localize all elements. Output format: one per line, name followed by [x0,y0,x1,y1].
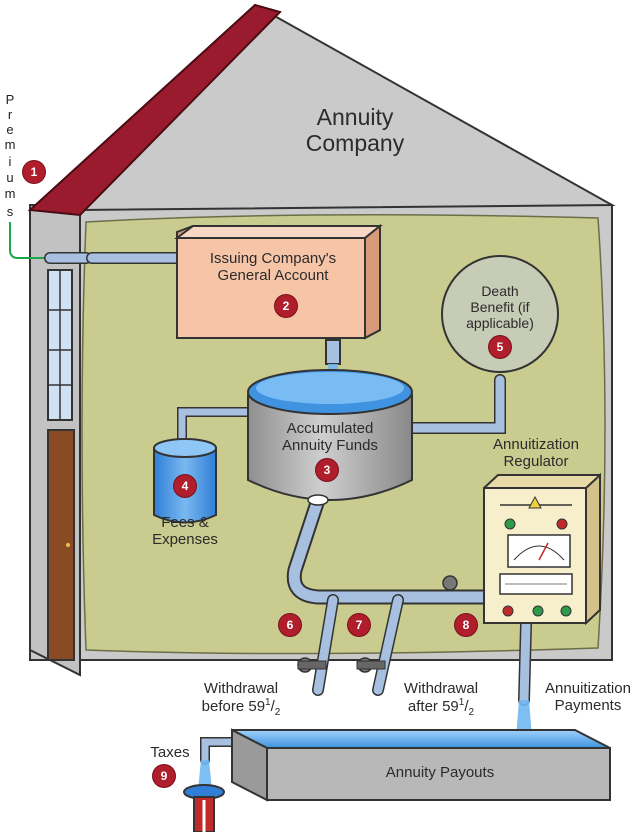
annuity-payouts-trough [231,728,611,802]
fees-line2: Expenses [152,531,218,549]
annuity-payouts-label: Annuity Payouts [385,764,495,781]
company-title-line2: Company [305,130,405,157]
withdrawal-after-badge: 7 [348,614,370,636]
withdrawal-before-slash: / [270,698,275,716]
premiums-letter: i [8,154,12,169]
accumulated-label: Accumulated Annuity Funds [260,420,400,455]
death-benefit-label: Death Benefit (if applicable) [450,283,550,331]
death-benefit-tank [441,255,559,373]
annuitization-payments-line2: Payments [554,697,622,715]
premiums-letter: s [6,204,14,219]
premiums-letter: e [6,122,14,137]
taxes-water-stream [198,760,212,790]
taxes-badge: 9 [153,765,175,787]
annuitization-badge: 8 [455,614,477,636]
withdrawal-before-badge: 6 [279,614,301,636]
tax-collector [183,784,225,833]
fees-label: Fees & Expenses [140,514,230,549]
fees-line1: Fees & [161,514,209,531]
pipes [44,252,532,765]
withdrawal-before-line2: before 591/2 [186,697,296,719]
company-title: Annuity Company [290,104,420,157]
regulator-line2: Regulator [503,453,569,471]
premiums-arrow [9,222,45,259]
withdrawal-before-label: Withdrawal before 591/2 [186,680,296,719]
annuitization-regulator-device [483,472,601,626]
withdrawal-after-label: Withdrawal after 591/2 [386,680,496,719]
death-benefit-badge: 5 [489,336,511,358]
premiums-letter: m [4,186,16,201]
general-account-box [174,223,383,395]
general-account-label: Issuing Company's General Account [182,250,364,285]
premiums-badge: 1 [23,161,45,183]
annuitization-water-stream [516,700,532,738]
withdrawal-before-age: before 59 [201,698,266,716]
accumulated-line2: Annuity Funds [282,437,378,455]
accumulated-tank [247,369,413,506]
death-benefit-line2: Benefit (if [470,299,530,316]
premiums-letter: u [6,170,14,185]
taxes-label: Taxes [150,744,190,761]
general-account-line2: General Account [217,267,329,285]
withdrawal-before-sub: 2 [274,707,281,719]
withdrawal-after-age: after 59 [407,698,459,716]
regulator-label: Annuitization Regulator [466,436,606,471]
death-benefit-line3: applicable) [466,315,534,332]
premiums-letter: m [4,137,16,152]
death-benefit-line1: Death [481,283,519,299]
accumulated-badge: 3 [316,459,338,481]
annuitization-payments-line1: Annuitization [545,680,631,697]
accumulated-line1: Accumulated [286,420,374,437]
company-title-line1: Annuity [316,104,394,130]
withdrawal-after-slash: / [464,698,469,716]
withdrawal-after-line1: Withdrawal [403,680,479,697]
regulator-line1: Annuitization [493,436,579,453]
premiums-letter: r [7,107,13,122]
annuitization-payments-label: Annuitization Payments [536,680,640,715]
general-account-badge: 2 [275,295,297,317]
withdrawal-after-sub: 2 [468,707,475,719]
door [47,429,75,661]
withdrawal-after-line2: after 591/2 [386,697,496,719]
fees-badge: 4 [174,475,196,497]
valves [297,575,458,673]
general-account-line1: Issuing Company's [209,250,337,267]
withdrawal-before-line1: Withdrawal [203,680,279,697]
premiums-letter: P [5,92,15,107]
withdrawal-after-sup: 1 [458,697,465,709]
roof [27,3,282,217]
withdrawal-before-sup: 1 [265,697,271,709]
